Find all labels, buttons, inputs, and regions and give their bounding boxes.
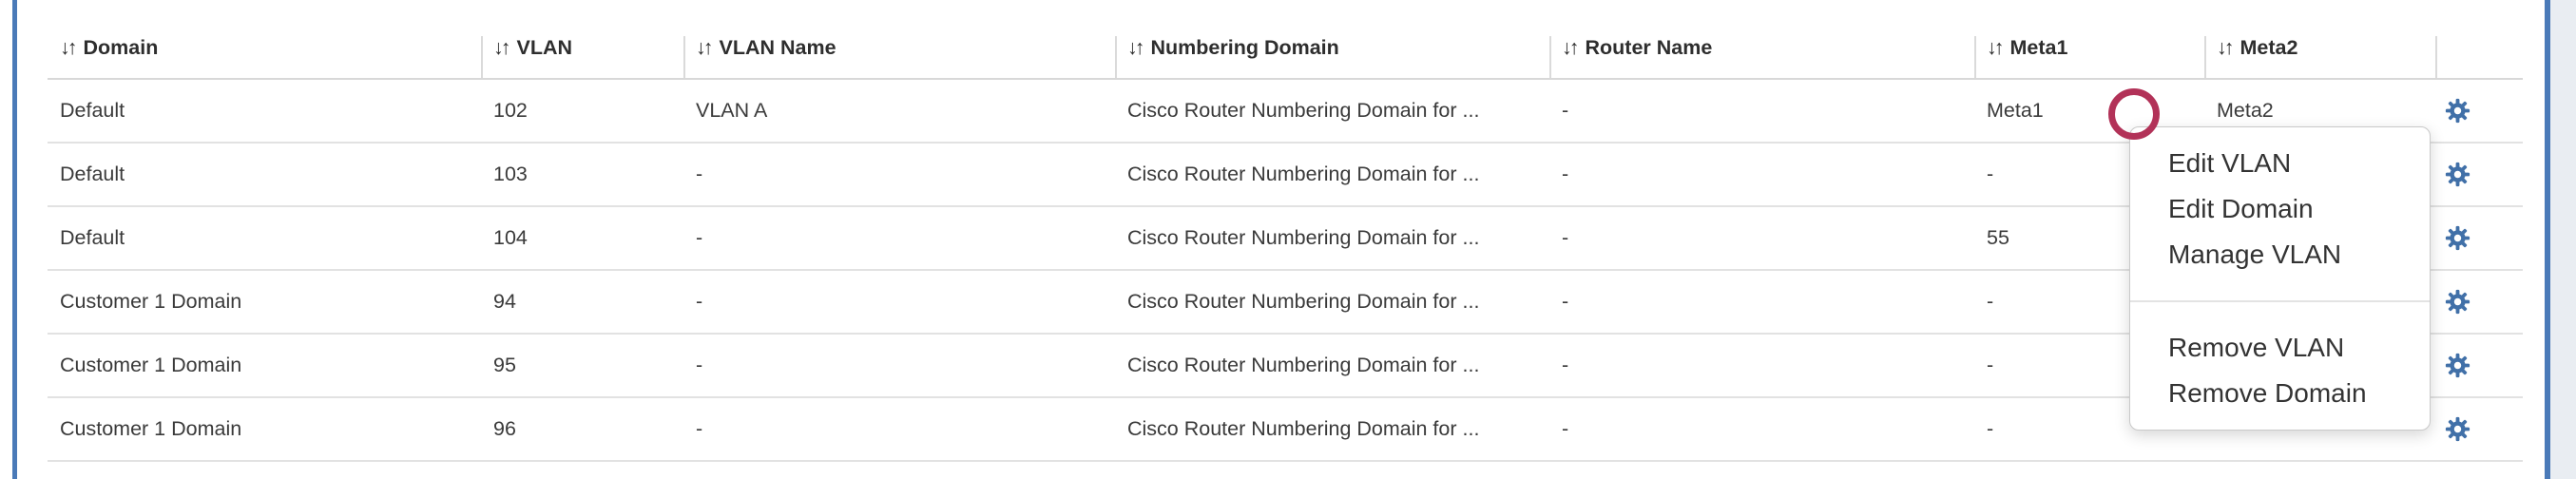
cell-vlan_name: - [696, 354, 703, 376]
cell-router_name: - [1562, 290, 1569, 313]
row-actions-button[interactable] [2445, 289, 2470, 315]
column-header-actions [2435, 0, 2523, 78]
cell-meta1: - [1987, 354, 1994, 376]
cell-domain: Customer 1 Domain [60, 290, 242, 313]
cell-router_name: - [1562, 354, 1569, 376]
panel-right-border [2545, 0, 2550, 479]
column-label: Router Name [1585, 35, 1713, 59]
sort-icon: ↓↑ [696, 35, 713, 59]
column-header-numbering_domain[interactable]: ↓↑Numbering Domain [1115, 0, 1549, 78]
cell-numbering_domain: Cisco Router Numbering Domain for ... [1127, 417, 1480, 440]
row-actions-button[interactable] [2445, 162, 2470, 187]
sort-icon: ↓↑ [1127, 35, 1144, 59]
cell-meta1: - [1987, 290, 1994, 313]
gear-icon [2445, 353, 2470, 378]
column-header-domain[interactable]: ↓↑Domain [48, 0, 481, 78]
column-label: VLAN [516, 35, 573, 59]
cell-router_name: - [1562, 417, 1569, 440]
menu-item-edit-domain[interactable]: Edit Domain [2168, 194, 2314, 223]
cell-meta1: - [1987, 163, 1994, 185]
menu-item-edit-vlan[interactable]: Edit VLAN [2168, 148, 2292, 178]
row-actions-button[interactable] [2445, 98, 2470, 124]
column-header-meta2[interactable]: ↓↑Meta2 [2204, 0, 2435, 78]
menu-item-remove-vlan[interactable]: Remove VLAN [2168, 333, 2345, 362]
cell-router_name: - [1562, 163, 1569, 185]
column-label: Meta1 [2009, 35, 2068, 59]
annotation-circle [2108, 88, 2160, 140]
cell-actions [2435, 80, 2523, 142]
menu-divider [2130, 300, 2430, 302]
column-header-router_name[interactable]: ↓↑Router Name [1549, 0, 1974, 78]
cell-domain: Default [60, 99, 125, 122]
cell-meta2: Meta2 [2217, 99, 2274, 122]
cell-router_name: - [1562, 99, 1569, 122]
sort-icon: ↓↑ [2217, 35, 2234, 59]
cell-numbering_domain: Cisco Router Numbering Domain for ... [1127, 99, 1480, 122]
table-body: Default 102 VLAN A Cisco Router Numbering D… [48, 80, 2523, 462]
cell-actions [2435, 335, 2523, 396]
column-label: Meta2 [2240, 35, 2298, 59]
menu-item-manage-vlan[interactable]: Manage VLAN [2168, 240, 2342, 269]
cell-domain: Default [60, 226, 125, 249]
column-header-meta1[interactable]: ↓↑Meta1 [1974, 0, 2204, 78]
sort-icon: ↓↑ [1987, 35, 2004, 59]
row-actions-button[interactable] [2445, 416, 2470, 442]
cell-vlan_name: - [696, 417, 703, 440]
cell-vlan_name: - [696, 290, 703, 313]
table-row: Customer 1 Domain 96 - Cisco Router Numberi… [48, 398, 2523, 462]
sort-icon: ↓↑ [493, 35, 510, 59]
column-label: Domain [83, 35, 159, 59]
gear-icon [2445, 289, 2470, 315]
cell-router_name: - [1562, 226, 1569, 249]
table-row: Default 102 VLAN A Cisco Router Numbering D… [48, 80, 2523, 144]
row-actions-button[interactable] [2445, 353, 2470, 378]
gear-icon [2445, 416, 2470, 442]
panel-left-border [12, 0, 17, 479]
cell-actions [2435, 207, 2523, 269]
cell-actions [2435, 271, 2523, 333]
cell-meta1: 55 [1987, 226, 2009, 249]
cell-meta1: - [1987, 417, 1994, 440]
sort-icon: ↓↑ [60, 35, 77, 59]
gear-icon [2445, 162, 2470, 187]
cell-numbering_domain: Cisco Router Numbering Domain for ... [1127, 226, 1480, 249]
menu-item-remove-domain[interactable]: Remove Domain [2168, 378, 2367, 408]
table-row: Default 103 - Cisco Router Numbering Domain… [48, 144, 2523, 207]
table-row: Customer 1 Domain 94 - Cisco Router Numberi… [48, 271, 2523, 335]
row-actions-button[interactable] [2445, 225, 2470, 251]
table-row: Customer 1 Domain 95 - Cisco Router Numberi… [48, 335, 2523, 398]
cell-domain: Default [60, 163, 125, 185]
cell-domain: Customer 1 Domain [60, 354, 242, 376]
gear-icon [2445, 225, 2470, 251]
column-header-vlan[interactable]: ↓↑VLAN [481, 0, 683, 78]
cell-vlan_name: - [696, 163, 703, 185]
vlan-table: ↓↑Domain↓↑VLAN↓↑VLAN Name↓↑Numbering Dom… [48, 0, 2523, 462]
table-header-row: ↓↑Domain↓↑VLAN↓↑VLAN Name↓↑Numbering Dom… [48, 0, 2523, 80]
cell-meta1: Meta1 [1987, 99, 2044, 122]
cell-vlan: 95 [493, 354, 516, 376]
gear-icon [2445, 98, 2470, 124]
column-label: Numbering Domain [1150, 35, 1339, 59]
cell-actions [2435, 144, 2523, 205]
page-gutter [2550, 0, 2576, 479]
cell-numbering_domain: Cisco Router Numbering Domain for ... [1127, 163, 1480, 185]
cell-actions [2435, 398, 2523, 460]
table-row: Default 104 - Cisco Router Numbering Domain… [48, 207, 2523, 271]
cell-vlan: 102 [493, 99, 528, 122]
cell-numbering_domain: Cisco Router Numbering Domain for ... [1127, 290, 1480, 313]
cell-vlan_name: VLAN A [696, 99, 768, 122]
cell-vlan: 96 [493, 417, 516, 440]
cell-vlan: 103 [493, 163, 528, 185]
sort-icon: ↓↑ [1562, 35, 1579, 59]
cell-vlan: 94 [493, 290, 516, 313]
cell-numbering_domain: Cisco Router Numbering Domain for ... [1127, 354, 1480, 376]
cell-vlan: 104 [493, 226, 528, 249]
column-label: VLAN Name [719, 35, 836, 59]
column-header-vlan_name[interactable]: ↓↑VLAN Name [683, 0, 1115, 78]
cell-vlan_name: - [696, 226, 703, 249]
cell-domain: Customer 1 Domain [60, 417, 242, 440]
